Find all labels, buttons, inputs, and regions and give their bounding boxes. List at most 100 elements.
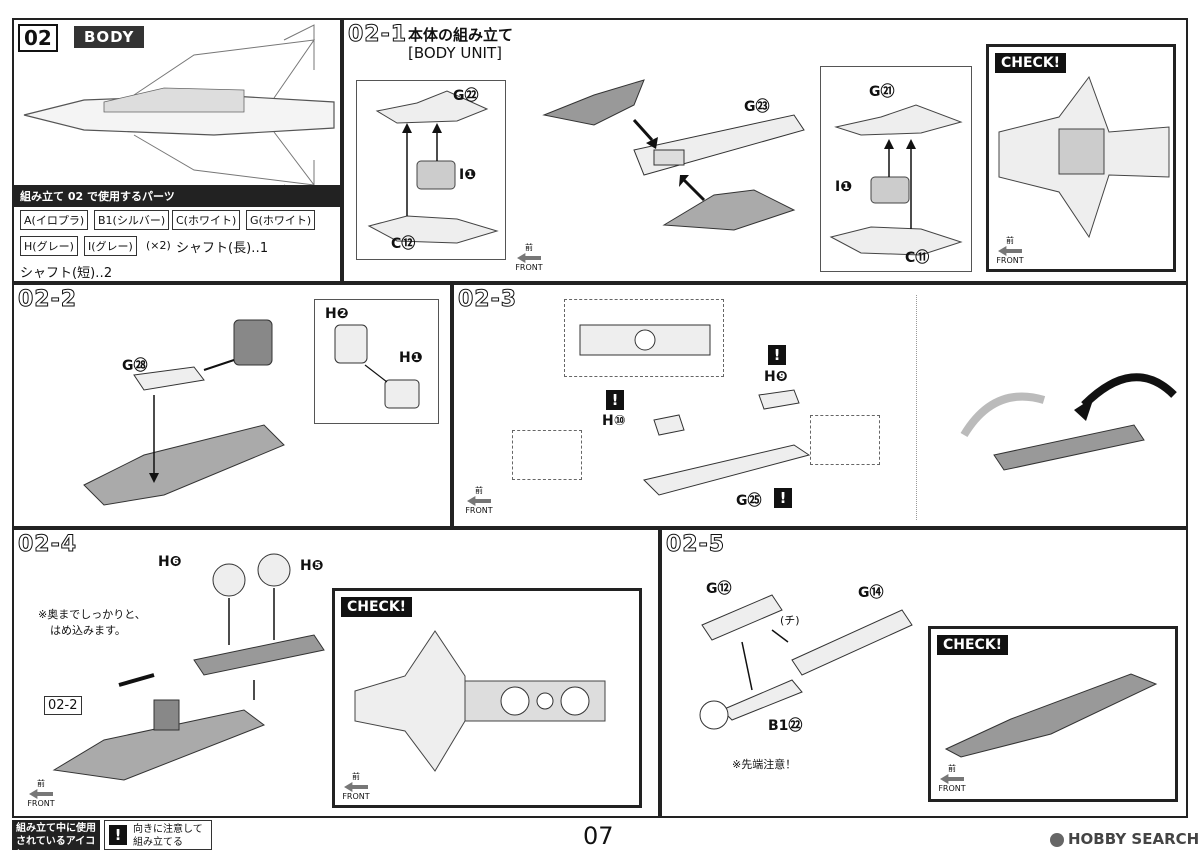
footer-icon-heading-1: 組み立て中に使用 [16,823,96,834]
step-02-4-number: 02-4 [17,532,78,558]
label-h2: H❷ [325,306,349,322]
step-02-4-panel: 02-4 H❻ H❺ ※奥までしっかりと、 はめ込みます。 02-2 前 FRO… [12,528,660,818]
shaft-short: シャフト(短)‥2 [20,266,113,281]
tip-note: ※先端注意！ [732,758,797,771]
step-02-2-detail-box: H❷ H❶ [314,299,439,424]
step-02-1-panel: 02-1 本体の組み立て [BODY UNIT] G㉒ I❶ C⑫ G㉓ [342,18,1188,283]
label-g23: G㉓ [744,99,770,115]
front-en-02-3: FRONT [465,506,493,515]
step-02-3-result-drawing [960,373,1177,471]
check-drawing-02-5 [944,673,1158,758]
front-en-check: FRONT [996,256,1024,265]
step-02-3-right-detail [810,415,880,465]
front-jp-02-4: 前 [37,779,45,788]
front-jp-check: 前 [1006,236,1014,245]
divider-02-3 [916,295,917,520]
step-02-3-left-detail [512,430,582,480]
label-h6: H❻ [158,554,182,570]
ref-02-2-tag: 02-2 [44,696,82,715]
label-g25: G㉕ [736,493,762,509]
front-indicator-check-02-4: 前 FRONT [341,771,371,801]
footer-icon-legend: ! 向きに注意して 組み立てる [104,820,212,850]
excl-icon-g25: ! [774,488,792,508]
step-02-3-top-detail [564,299,724,377]
check-title-02-5: CHECK! [937,635,1009,655]
front-indicator-check: 前 FRONT [995,235,1025,265]
front-arrow-icon-02-3 [467,496,491,506]
front-arrow-icon-02-4 [29,789,53,799]
label-g22: G㉒ [453,88,479,104]
check-title-02-1: CHECK! [995,53,1067,73]
footer-icon-heading: 組み立て中に使用 されているアイコン [12,820,100,860]
note-line-2: はめ込みます。 [50,624,126,637]
label-c11: C⑪ [905,250,930,266]
label-cut: (チ) [780,614,800,627]
check-box-02-1: CHECK! 前 FRONT [986,44,1176,272]
label-b1-22: B1㉒ [768,718,803,734]
check-drawing-02-4 [354,630,606,772]
step-02-3-top-detail-drawing [579,324,711,356]
excl-icon-h10: ! [606,390,624,410]
i-count: (×2) [146,239,171,252]
front-indicator-02-1: 前 FRONT [514,242,544,272]
front-en: FRONT [515,263,543,272]
subassembly-left-box: G㉒ I❶ C⑫ [356,80,506,260]
part-tag-h: H(グレー) [20,236,78,256]
front-en-02-4: FRONT [27,799,55,808]
parts-heading: 組み立て 02 で使用するパーツ [14,185,340,207]
front-arrow-icon-check-02-4 [344,782,368,792]
footer-icon-desc: 向きに注意して 組み立てる [133,823,203,849]
front-arrow-icon [517,253,541,263]
label-h1: H❶ [399,350,423,366]
step-02-panel: 02 BODY 組み立て 02 で使用するパーツ A(イロプラ) B1(シルバー… [12,18,342,283]
step-02-1-title-jp: 本体の組み立て [408,26,514,44]
right-subassembly-drawing [829,104,963,256]
front-jp-check-02-4: 前 [352,772,360,781]
main-assembly-drawing [542,79,805,231]
step-02-2-number: 02-2 [17,287,78,313]
label-h9: H❾ [764,369,788,385]
footer-icon-heading-2: されているアイコン [16,836,96,860]
step-02-number: 02 [18,24,58,52]
watermark: HOBBY SEARCH [1050,830,1199,848]
shaft-long: シャフト(長)‥1 [176,241,269,256]
part-tag-a: A(イロプラ) [20,210,89,230]
left-subassembly-drawing [367,90,499,244]
step-02-1-number: 02-1 [347,22,408,48]
step-02-2-drawing [83,319,285,506]
step-02-5-panel: 02-5 G⑫ G⑭ (チ) B1㉒ ※先端注意！ CHECK! 前 FRONT [660,528,1188,818]
step-02-3-number: 02-3 [457,287,518,313]
front-indicator-02-4: 前 FRONT [26,778,56,808]
label-i1-right: I❶ [835,179,853,195]
front-indicator-02-3: 前 FRONT [464,485,494,515]
part-tag-c: C(ホワイト) [172,210,241,230]
front-en-check-02-4: FRONT [342,792,370,801]
excl-icon-legend: ! [109,825,127,845]
check-box-02-5: CHECK! 前 FRONT [928,626,1178,802]
part-tag-i: I(グレー) [84,236,137,256]
label-g21: G㉑ [869,84,895,100]
step-02-4-drawing [52,553,325,781]
step-02-3-drawing [643,389,811,496]
label-g14: G⑭ [858,585,884,601]
step-02-5-number: 02-5 [665,532,726,558]
body-illustration [23,24,335,199]
step-02-title: BODY [74,26,145,48]
footer-icon-desc-1: 向きに注意して [133,824,203,835]
part-tag-g: G(ホワイト) [246,210,316,230]
check-box-02-4: CHECK! 前 FRONT [332,588,642,808]
step-02-2-panel: 02-2 G㉘ H❷ H❶ [12,283,452,528]
step-02-2-detail-drawing [334,324,420,409]
step-02-1-title-en: [BODY UNIT] [408,44,502,62]
label-g12: G⑫ [706,581,732,597]
front-arrow-icon-check [998,246,1022,256]
check-drawing-02-1 [998,75,1170,239]
page-number: 07 [583,822,614,850]
footer-icon-desc-2: 組み立てる [133,837,183,848]
front-jp-02-3: 前 [475,486,483,495]
label-h5: H❺ [300,558,324,574]
excl-icon-h9: ! [768,345,786,365]
label-i1-left: I❶ [459,167,477,183]
watermark-text: HOBBY SEARCH [1068,830,1200,848]
note-line-1: ※奥までしっかりと、 [38,608,146,621]
